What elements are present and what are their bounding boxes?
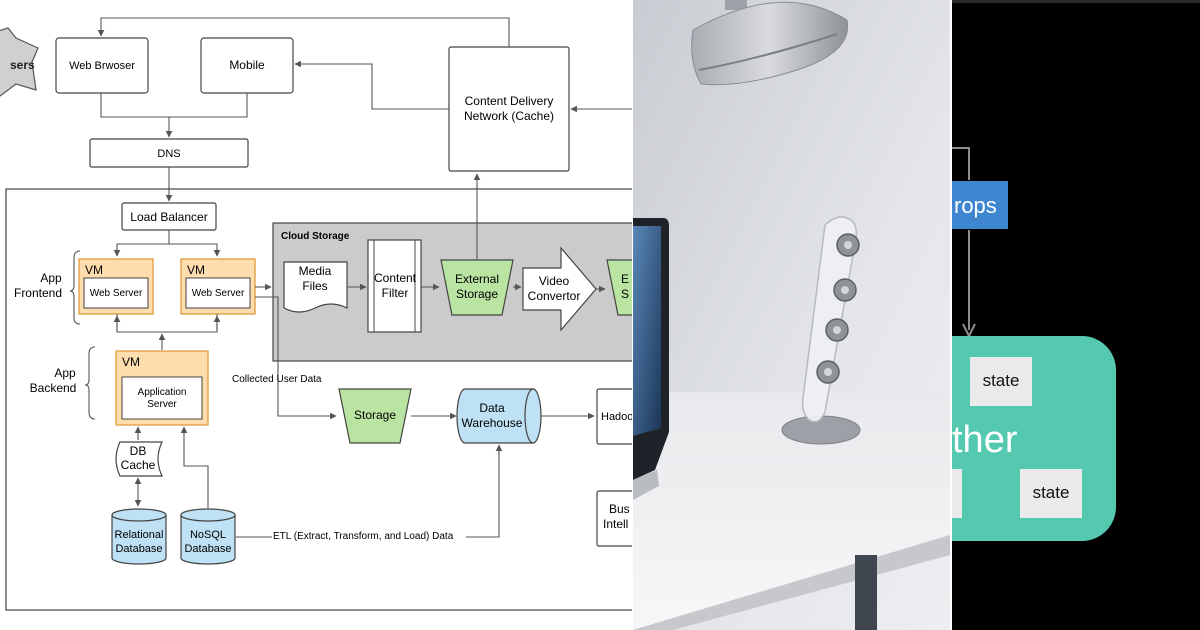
state-box-left-clipped — [952, 469, 962, 518]
top-bar — [952, 0, 1200, 3]
content-filter-node: Content Filter — [367, 239, 422, 333]
state-label-bottom: state — [1033, 483, 1070, 502]
data-warehouse-label-line1: Data — [479, 401, 505, 415]
backend-brace — [84, 346, 96, 420]
relational-db-label-line1: Relational — [115, 529, 164, 541]
mobile-label: Mobile — [229, 58, 265, 72]
video-convertor-label-line2: Convertor — [528, 289, 581, 303]
storage-label: Storage — [354, 408, 396, 422]
db-cache-node: DB Cache — [115, 441, 163, 477]
state-box-bottom — [1020, 469, 1082, 518]
hadoop-label: Hadoo — [601, 411, 632, 423]
edge-clients-merge — [100, 93, 248, 118]
edge-cdn-to-mobile — [294, 60, 449, 110]
edge-frontend-merge — [116, 314, 218, 333]
other-label: ther — [952, 419, 1018, 461]
architecture-diagram: sers Web Brwoser Mobile Content Delivery… — [0, 17, 632, 611]
app-frontend-label-line1: App — [40, 271, 62, 285]
state-diagram-panel: rops state ther state — [952, 0, 1200, 630]
speaker — [781, 216, 861, 445]
load-balancer-label: Load Balancer — [130, 210, 207, 224]
users-star-node: sers — [0, 27, 39, 97]
cdn-node: Content Delivery Network (Cache) — [448, 46, 570, 172]
business-intel-label-line1: Bus — [609, 502, 630, 516]
external-storage-label-line1: External — [455, 272, 499, 286]
desk-photo — [633, 0, 950, 630]
edge-ws-to-storage — [255, 296, 337, 420]
etl-label: ETL (Extract, Transform, and Load) Data — [273, 531, 454, 542]
edge-lb-to-vm2 — [169, 243, 221, 257]
desk-photo-panel — [633, 0, 950, 630]
data-warehouse-label-line2: Warehouse — [462, 416, 523, 430]
data-warehouse-node: Data Warehouse — [456, 388, 542, 444]
load-balancer-node: Load Balancer — [121, 202, 217, 231]
web-browser-label: Web Brwoser — [69, 60, 135, 72]
media-files-node: Media Files — [283, 261, 348, 313]
users-label: sers — [10, 58, 35, 72]
dns-node: DNS — [89, 138, 249, 168]
content-filter-label-line2: Filter — [382, 286, 409, 300]
vm-label: VM — [122, 355, 140, 369]
external-storage-label-line2: Storage — [456, 287, 498, 301]
edge-lb-to-vm1 — [113, 230, 170, 257]
storage-node: Storage — [338, 388, 412, 444]
video-convertor-node: Video Convertor — [522, 246, 597, 332]
state-box-top — [970, 357, 1032, 406]
other-container: state ther state — [952, 336, 1116, 541]
application-server-label-line1: Application — [138, 387, 187, 398]
web-server-label: Web Server — [192, 288, 245, 299]
nosql-database-node: NoSQL Database — [180, 508, 236, 565]
application-server-label-line2: Server — [147, 399, 177, 410]
hadoop-node: Hadoo — [596, 388, 632, 445]
system-boundary — [5, 188, 632, 611]
state-label-top: state — [983, 371, 1020, 390]
desk-top — [633, 392, 950, 630]
video-convertor-label-line1: Video — [539, 274, 570, 288]
external-storage-2-label-line2: S — [621, 287, 629, 301]
external-storage-2-node: E S — [606, 259, 632, 316]
edge-etl-to-warehouse — [466, 444, 503, 538]
web-browser-node: Web Brwoser — [55, 37, 149, 94]
state-diagram: rops state ther state — [952, 0, 1200, 630]
nosql-db-label-line1: NoSQL — [190, 529, 226, 541]
cdn-label-line1: Content Delivery — [465, 94, 554, 108]
db-cache-label-line1: DB — [130, 444, 147, 458]
media-files-label-line2: Files — [302, 279, 327, 293]
external-storage-node: External Storage — [440, 259, 514, 316]
external-storage-2-label-line1: E — [621, 272, 629, 286]
edge-nosql-to-app — [180, 426, 209, 508]
props-label: rops — [954, 193, 997, 218]
relational-db-label-line2: Database — [115, 543, 162, 555]
mobile-node: Mobile — [200, 37, 294, 94]
app-backend-label-line1: App — [54, 366, 76, 380]
props-box: rops — [952, 181, 1008, 229]
frontend-brace — [69, 250, 81, 325]
vm-label: VM — [85, 263, 103, 277]
media-files-label-line1: Media — [299, 264, 332, 278]
vm-label: VM — [187, 263, 205, 277]
desk-leg — [855, 555, 877, 630]
collected-user-data-label: Collected User Data — [232, 374, 322, 385]
vm-frontend-2: VM Web Server — [180, 258, 256, 315]
edge-cdn-to-browser — [97, 17, 510, 47]
architecture-diagram-panel: sers Web Brwoser Mobile Content Delivery… — [0, 17, 632, 611]
app-frontend-label-line2: Frontend — [14, 286, 62, 300]
dns-label: DNS — [157, 148, 180, 160]
vm-backend: VM Application Server — [115, 350, 209, 426]
cloud-storage-title: Cloud Storage — [281, 231, 350, 242]
lamp — [691, 0, 849, 86]
nosql-db-label-line2: Database — [184, 543, 231, 555]
app-backend-label-line2: Backend — [30, 381, 77, 395]
web-server-label: Web Server — [90, 288, 143, 299]
db-cache-label-line2: Cache — [121, 458, 156, 472]
business-intelligence-node: Bus Intell — [596, 490, 632, 547]
laptop — [633, 218, 669, 500]
business-intel-label-line2: Intell — [603, 517, 628, 531]
connector-top — [952, 147, 970, 180]
content-filter-label-line1: Content — [374, 271, 417, 285]
cdn-label-line2: Network (Cache) — [464, 109, 554, 123]
vm-frontend-1: VM Web Server — [78, 258, 154, 315]
relational-database-node: Relational Database — [111, 508, 167, 565]
